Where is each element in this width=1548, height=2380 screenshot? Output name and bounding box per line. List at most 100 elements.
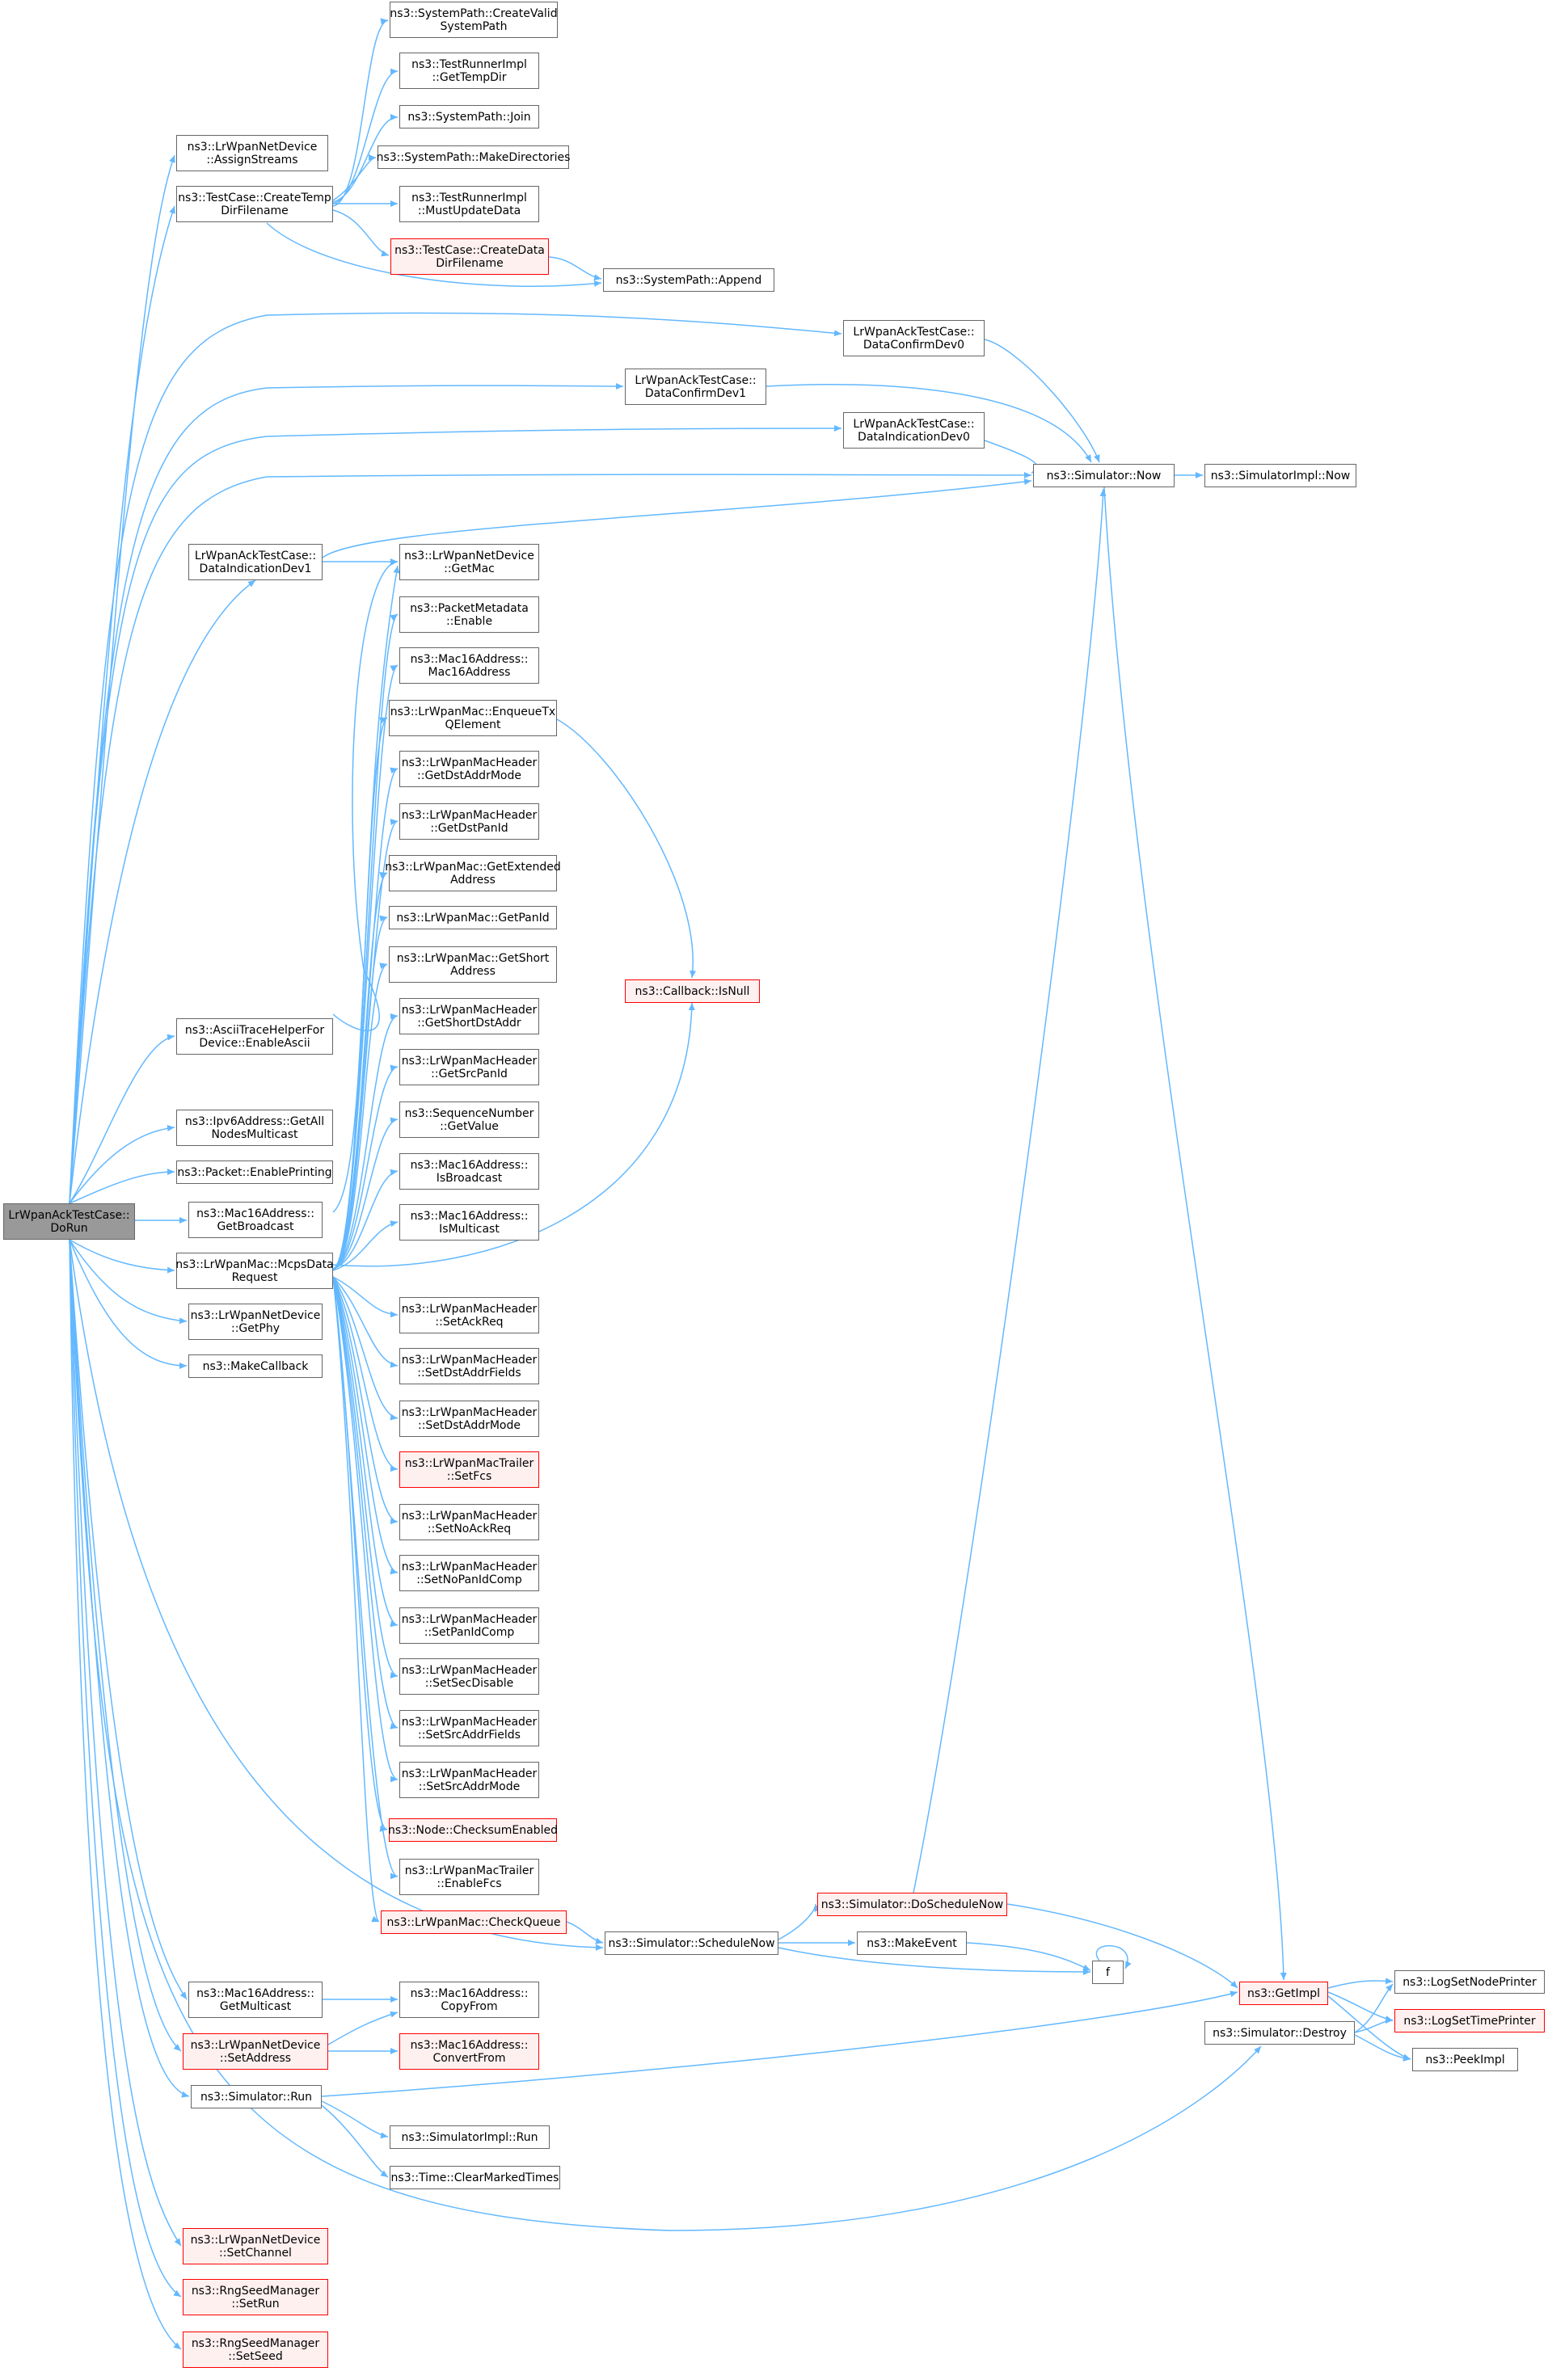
call-edge-2 [332, 18, 389, 207]
node-set-seed[interactable]: ns3::RngSeedManager::SetSeed [183, 2332, 328, 2368]
node-must-update-data[interactable]: ns3::TestRunnerImpl::MustUpdateData [399, 186, 539, 222]
node-make-directories[interactable]: ns3::SystemPath::MakeDirectories [377, 145, 570, 169]
call-edge-81 [321, 2104, 389, 2178]
node-get-short-dst-addr[interactable]: ns3::LrWpanMacHeader::GetShortDstAddr [399, 998, 539, 1034]
node-get-mac[interactable]: ns3::LrWpanNetDevice::GetMac [399, 544, 539, 580]
call-edge-23 [556, 718, 697, 979]
call-edge-13 [69, 471, 1032, 1204]
node-get-phy[interactable]: ns3::LrWpanNetDevice::GetPhy [188, 1304, 323, 1340]
node-set-sec-disable[interactable]: ns3::LrWpanMacHeader::SetSecDisable [399, 1658, 539, 1695]
call-edge-49 [332, 1276, 399, 1525]
node-clear-marked-times[interactable]: ns3::Time::ClearMarkedTimes [390, 2166, 560, 2189]
node-set-ack-req[interactable]: ns3::LrWpanMacHeader::SetAckReq [399, 1297, 539, 1333]
node-get-src-pan-id[interactable]: ns3::LrWpanMacHeader::GetSrcPanId [399, 1049, 539, 1085]
node-set-dst-addr-fields[interactable]: ns3::LrWpanMacHeader::SetDstAddrFields [399, 1348, 539, 1384]
node-checksum-enabled[interactable]: ns3::Node::ChecksumEnabled [388, 1818, 558, 1842]
node-system-path-join[interactable]: ns3::SystemPath::Join [399, 105, 539, 128]
node-assign-streams[interactable]: ns3::LrWpanNetDevice::AssignStreams [176, 135, 328, 171]
node-convert-from[interactable]: ns3::Mac16Address::ConvertFrom [399, 2033, 539, 2070]
call-edge-60 [778, 1903, 821, 1940]
call-edge-48 [332, 1276, 399, 1472]
node-simulator-impl-run[interactable]: ns3::SimulatorImpl::Run [390, 2125, 550, 2149]
node-simulator-destroy[interactable]: ns3::Simulator::Destroy [1204, 2021, 1355, 2045]
node-packet-enable-printing[interactable]: ns3::Packet::EnablePrinting [176, 1161, 333, 1184]
node-f[interactable]: f [1092, 1961, 1124, 1984]
node-enable-fcs[interactable]: ns3::LrWpanMacTrailer::EnableFcs [399, 1859, 539, 1895]
node-callback-is-null[interactable]: ns3::Callback::IsNull [625, 979, 760, 1003]
node-simulator-impl-now[interactable]: ns3::SimulatorImpl::Now [1204, 464, 1356, 487]
node-packet-metadata-enable[interactable]: ns3::PacketMetadata::Enable [399, 596, 539, 633]
node-set-fcs[interactable]: ns3::LrWpanMacTrailer::SetFcs [399, 1451, 539, 1488]
call-edge-57 [332, 1276, 380, 1923]
node-log-set-node-printer[interactable]: ns3::LogSetNodePrinter [1394, 1970, 1545, 1994]
node-set-pan-id-comp[interactable]: ns3::LrWpanMacHeader::SetPanIdComp [399, 1607, 539, 1644]
call-edge-66 [1006, 1903, 1238, 1989]
call-edge-51 [332, 1276, 399, 1628]
node-set-src-addr-mode[interactable]: ns3::LrWpanMacHeader::SetSrcAddrMode [399, 1762, 539, 1798]
call-edge-25 [69, 1034, 175, 1204]
node-set-run[interactable]: ns3::RngSeedManager::SetRun [183, 2279, 328, 2315]
call-edge-79 [321, 1990, 1238, 2097]
node-mac16-address-ctor[interactable]: ns3::Mac16Address::Mac16Address [399, 647, 539, 684]
call-edge-27 [69, 1169, 175, 1204]
node-schedule-now[interactable]: ns3::Simulator::ScheduleNow [605, 1931, 778, 1955]
node-get-multicast[interactable]: ns3::Mac16Address::GetMulticast [188, 1982, 323, 2018]
call-edge-54 [332, 1276, 399, 1783]
node-sequence-number-get-value[interactable]: ns3::SequenceNumber::GetValue [399, 1102, 539, 1138]
node-get-pan-id[interactable]: ns3::LrWpanMac::GetPanId [389, 906, 557, 929]
node-system-path-append[interactable]: ns3::SystemPath::Append [603, 268, 774, 292]
node-get-dst-pan-id[interactable]: ns3::LrWpanMacHeader::GetDstPanId [399, 803, 539, 840]
node-is-broadcast[interactable]: ns3::Mac16Address::IsBroadcast [399, 1153, 539, 1190]
call-edge-10 [69, 312, 842, 1204]
node-root-dorun: LrWpanAckTestCase::DoRun [3, 1203, 135, 1240]
call-edge-30 [69, 1239, 188, 1325]
node-set-src-addr-fields[interactable]: ns3::LrWpanMacHeader::SetSrcAddrFields [399, 1710, 539, 1746]
node-make-event[interactable]: ns3::MakeEvent [857, 1931, 967, 1955]
node-data-confirm-dev0[interactable]: LrWpanAckTestCase::DataConfirmDev0 [843, 320, 985, 356]
call-edge-76 [327, 2011, 399, 2045]
node-copy-from[interactable]: ns3::Mac16Address::CopyFrom [399, 1982, 539, 2018]
node-data-indication-dev0[interactable]: LrWpanAckTestCase::DataIndicationDev0 [843, 412, 985, 449]
node-set-address[interactable]: ns3::LrWpanNetDevice::SetAddress [183, 2033, 328, 2070]
node-get-dst-addr-mode[interactable]: ns3::LrWpanMacHeader::GetDstAddrMode [399, 751, 539, 787]
call-edge-83 [69, 1239, 182, 2247]
call-edge-0 [69, 154, 175, 1204]
call-edge-9 [266, 222, 602, 287]
call-edge-40 [332, 1013, 399, 1270]
call-edge-78 [69, 1239, 190, 2098]
call-edge-67 [1327, 1978, 1394, 1989]
node-do-schedule-now[interactable]: ns3::Simulator::DoScheduleNow [817, 1893, 1007, 1916]
node-data-confirm-dev1[interactable]: LrWpanAckTestCase::DataConfirmDev1 [625, 369, 766, 405]
node-is-multicast[interactable]: ns3::Mac16Address::IsMulticast [399, 1204, 539, 1241]
call-edge-12 [69, 425, 842, 1204]
call-edge-31 [69, 1239, 188, 1369]
node-get-broadcast[interactable]: ns3::Mac16Address::GetBroadcast [188, 1202, 323, 1238]
node-log-set-time-printer[interactable]: ns3::LogSetTimePrinter [1394, 2009, 1545, 2032]
node-set-channel[interactable]: ns3::LrWpanNetDevice::SetChannel [183, 2228, 328, 2264]
node-data-indication-dev1[interactable]: LrWpanAckTestCase::DataIndicationDev1 [188, 544, 323, 580]
call-edge-72 [1354, 2034, 1411, 2062]
node-get-impl[interactable]: ns3::GetImpl [1239, 1982, 1328, 2005]
node-set-no-pan-id-comp[interactable]: ns3::LrWpanMacHeader::SetNoPanIdComp [399, 1555, 539, 1591]
call-edge-22 [332, 565, 400, 1213]
node-get-temp-dir[interactable]: ns3::TestRunnerImpl::GetTempDir [399, 53, 539, 89]
call-edge-62 [778, 1947, 1091, 1975]
node-set-dst-addr-mode[interactable]: ns3::LrWpanMacHeader::SetDstAddrMode [399, 1401, 539, 1437]
node-check-queue[interactable]: ns3::LrWpanMac::CheckQueue [381, 1910, 567, 1934]
node-simulator-run[interactable]: ns3::Simulator::Run [191, 2085, 322, 2108]
node-peek-impl[interactable]: ns3::PeekImpl [1412, 2048, 1518, 2071]
call-edge-26 [69, 1125, 175, 1204]
node-make-callback[interactable]: ns3::MakeCallback [188, 1354, 323, 1378]
node-set-no-ack-req[interactable]: ns3::LrWpanMacHeader::SetNoAckReq [399, 1504, 539, 1540]
node-simulator-now[interactable]: ns3::Simulator::Now [1033, 464, 1175, 487]
